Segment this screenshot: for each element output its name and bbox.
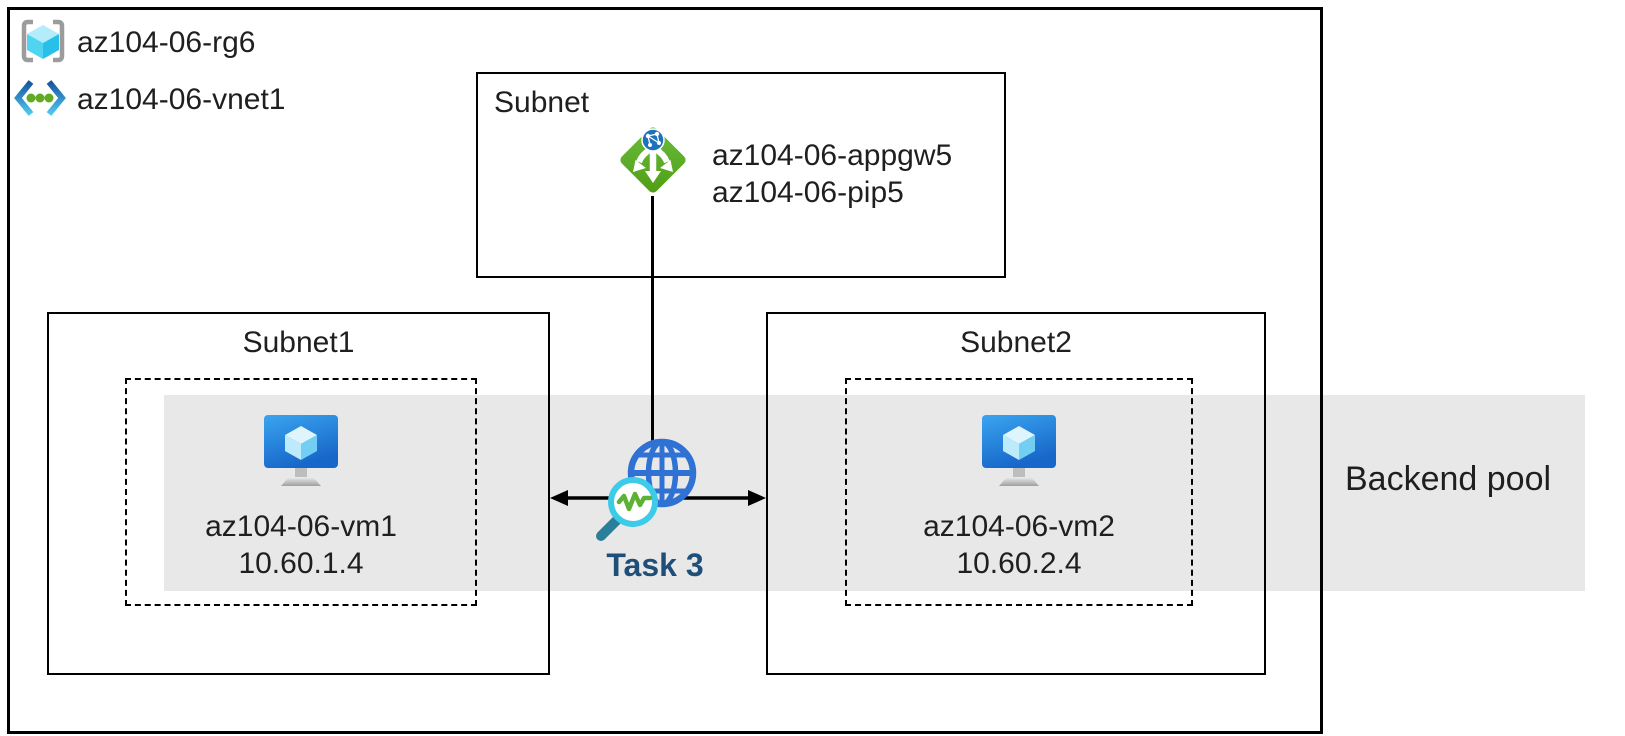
virtual-machine-icon: [263, 414, 339, 493]
resource-group-icon: [20, 19, 66, 68]
vm2-labels: az104-06-vm2 10.60.2.4: [845, 508, 1193, 582]
subnet1-box: Subnet1: [47, 312, 550, 675]
backend-pool-label: Backend pool: [1345, 460, 1552, 498]
vm2-ip: 10.60.2.4: [956, 547, 1082, 580]
subnet1-dashed-group: [125, 378, 477, 606]
globe-magnifier-icon: [592, 426, 712, 546]
gateway-subnet-box: Subnet: [476, 72, 1006, 278]
task-label: Task 3: [606, 547, 704, 583]
pip-name: az104-06-pip5: [712, 176, 904, 209]
vm1-labels: az104-06-vm1 10.60.1.4: [125, 508, 477, 582]
vm1-ip: 10.60.1.4: [238, 547, 364, 580]
vm1-name: az104-06-vm1: [205, 510, 397, 543]
backend-pool-band: [164, 395, 1585, 591]
vm2-name: az104-06-vm2: [923, 510, 1115, 543]
subnet2-dashed-group: [845, 378, 1193, 606]
gateway-labels: az104-06-appgw5 az104-06-pip5: [712, 137, 952, 211]
appgw-name: az104-06-appgw5: [712, 139, 953, 172]
resource-group-name: az104-06-rg6: [77, 26, 256, 59]
subnet2-box: Subnet2: [766, 312, 1266, 675]
virtual-network-icon: [14, 78, 66, 123]
virtual-machine-icon: [981, 414, 1057, 493]
gateway-connector-line: [651, 196, 654, 472]
subnet1-title: Subnet1: [242, 326, 355, 359]
subnet2-title: Subnet2: [960, 326, 1072, 359]
resource-group-boundary: [7, 7, 1323, 734]
legend-vnet: az104-06-vnet1: [14, 79, 285, 121]
legend-resource-group: az104-06-rg6: [20, 19, 256, 68]
gateway-subnet-title: Subnet: [494, 86, 590, 119]
vnet-name: az104-06-vnet1: [77, 83, 286, 116]
application-gateway-icon: [615, 122, 691, 203]
